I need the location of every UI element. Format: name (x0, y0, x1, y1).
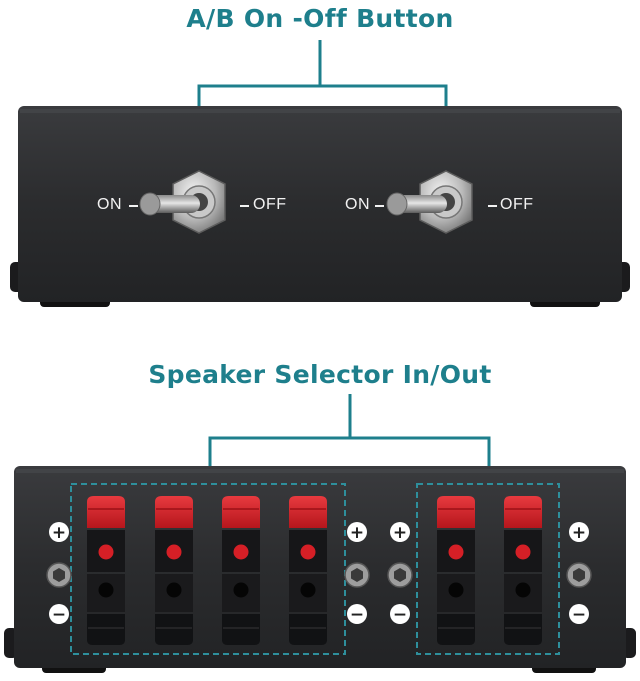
front-panel (10, 106, 630, 307)
terminal-column-1 (87, 496, 125, 645)
switch-a-off-label: OFF (253, 196, 287, 213)
plus-marker-label: + (572, 523, 586, 543)
polarity-marker-set-2: +− (344, 522, 370, 625)
black-terminal-hole[interactable] (448, 582, 464, 598)
plus-marker-label: + (52, 523, 66, 543)
polarity-marker-set-4: +− (566, 522, 592, 625)
black-terminal-hole[interactable] (166, 582, 182, 598)
minus-marker-disc (347, 604, 367, 624)
screw-hex-socket (573, 568, 585, 582)
black-terminal-hole[interactable] (98, 582, 114, 598)
switch-b-lever[interactable] (395, 195, 447, 213)
black-terminal-clip[interactable] (504, 614, 542, 645)
red-terminal-clip[interactable] (155, 496, 193, 528)
plus-marker-disc (347, 522, 367, 542)
terminal-column-4 (289, 496, 327, 645)
bottom-callout-lines (208, 394, 491, 480)
switch-a-on-label: ON (97, 196, 122, 213)
plus-marker-disc (390, 522, 410, 542)
plus-marker-label: + (393, 523, 407, 543)
black-terminal-clip[interactable] (437, 614, 475, 645)
switch-b-lever-tip[interactable] (386, 192, 408, 216)
screw-hex-socket (351, 568, 363, 582)
red-terminal-clip[interactable] (437, 496, 475, 528)
toggle-switch-b[interactable] (386, 170, 473, 234)
red-terminal-hole[interactable] (515, 544, 531, 560)
back-panel: +−+−+−+− (4, 466, 636, 673)
red-terminal-hole[interactable] (233, 544, 249, 560)
black-terminal-hole[interactable] (515, 582, 531, 598)
terminal-column-2 (155, 496, 193, 645)
black-terminal-hole[interactable] (233, 582, 249, 598)
black-terminal-hole[interactable] (300, 582, 316, 598)
polarity-marker-set-3: +− (387, 522, 413, 625)
black-terminal-clip[interactable] (87, 614, 125, 645)
red-terminal-clip[interactable] (504, 496, 542, 528)
red-terminal-clip[interactable] (289, 496, 327, 528)
red-terminal-hole[interactable] (448, 544, 464, 560)
red-terminal-clip[interactable] (222, 496, 260, 528)
front-edge-highlight (20, 109, 620, 113)
black-terminal-clip[interactable] (155, 614, 193, 645)
toggle-switch-a[interactable] (139, 170, 226, 234)
input-group-outline (70, 483, 346, 655)
heading-ab-switch: A/B On -Off Button (186, 4, 454, 33)
minus-marker-label: − (350, 605, 364, 625)
minus-marker-disc (390, 604, 410, 624)
red-terminal-clip[interactable] (87, 496, 125, 528)
minus-marker-label: − (52, 605, 66, 625)
minus-marker-label: − (393, 605, 407, 625)
plus-marker-disc (49, 522, 69, 542)
minus-marker-label: − (572, 605, 586, 625)
black-terminal-clip[interactable] (222, 614, 260, 645)
switch-a-lever-tip[interactable] (139, 192, 161, 216)
black-terminal-clip[interactable] (289, 614, 327, 645)
switch-b-on-label: ON (345, 196, 370, 213)
red-terminal-hole[interactable] (166, 544, 182, 560)
terminal-column-3 (222, 496, 260, 645)
output-group-outline (416, 483, 560, 655)
red-terminal-hole[interactable] (98, 544, 114, 560)
back-edge-highlight (16, 469, 624, 473)
switch-a-lever[interactable] (148, 195, 200, 213)
plus-marker-disc (569, 522, 589, 542)
minus-marker-disc (569, 604, 589, 624)
plus-marker-label: + (350, 523, 364, 543)
terminal-column-6 (504, 496, 542, 645)
heading-speaker-selector: Speaker Selector In/Out (148, 360, 492, 389)
red-terminal-hole[interactable] (300, 544, 316, 560)
switch-b-off-label: OFF (500, 196, 534, 213)
terminal-column-5 (437, 496, 475, 645)
polarity-marker-set-1: +− (46, 522, 72, 625)
screw-hex-socket (53, 568, 65, 582)
screw-hex-socket (394, 568, 406, 582)
minus-marker-disc (49, 604, 69, 624)
front-chassis (18, 106, 622, 302)
terminal-polarity-markers: +−+−+−+− (46, 522, 592, 625)
terminal-columns (87, 496, 542, 645)
